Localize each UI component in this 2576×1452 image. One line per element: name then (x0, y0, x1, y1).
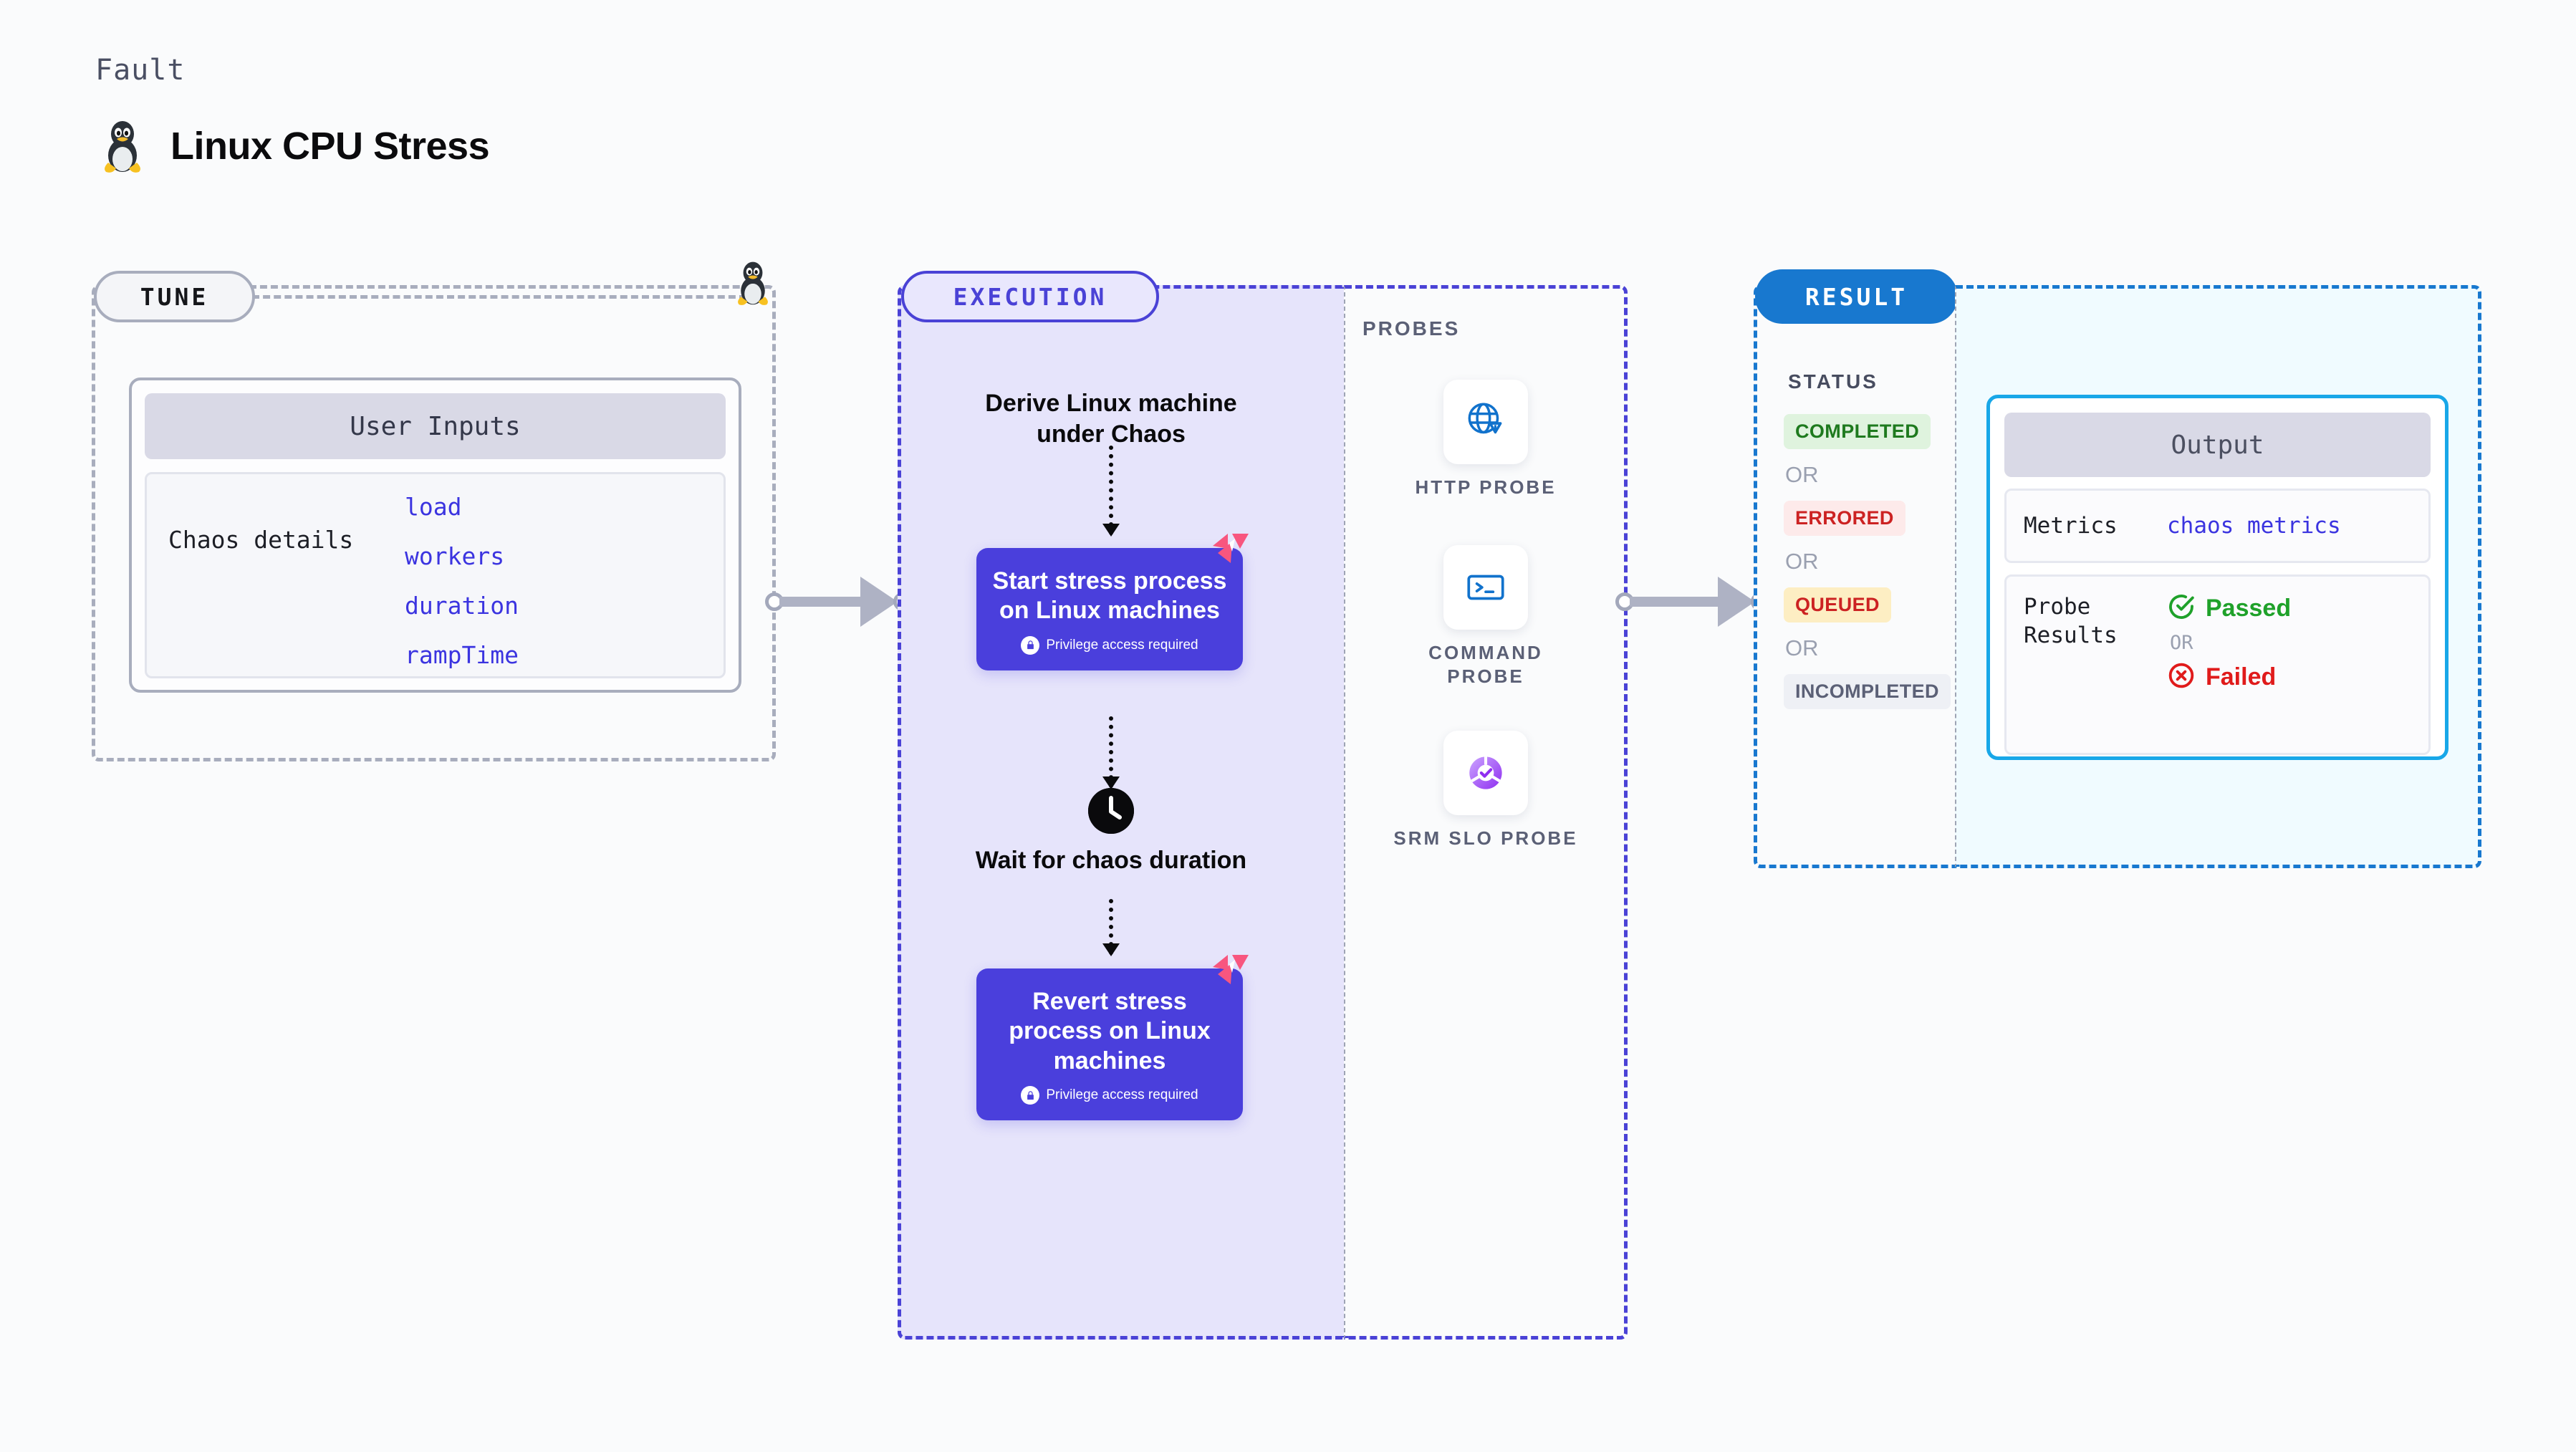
execution-card-revert-privilege: Privilege access required (992, 1086, 1227, 1105)
flow-arrow-2 (1102, 716, 1120, 789)
flow-arrow-1 (1102, 446, 1120, 537)
terminal-icon (1443, 545, 1528, 630)
user-inputs-body: Chaos details load workers duration ramp… (145, 472, 726, 678)
flow-arrow-3 (1102, 899, 1120, 956)
stage-pill-execution[interactable]: EXECUTION (901, 271, 1159, 322)
probe-result-failed: Failed (2167, 661, 2291, 693)
connector-arrowhead (860, 577, 898, 627)
execution-card-revert-stress[interactable]: Revert stress process on Linux machines … (976, 968, 1243, 1121)
probes-title: PROBES (1363, 317, 1461, 340)
probe-result-passed-label: Passed (2206, 595, 2292, 622)
harness-logo-icon (1211, 953, 1251, 986)
chaos-detail-duration: duration (405, 592, 519, 620)
status-list: COMPLETED OR ERRORED OR QUEUED OR INCOMP… (1784, 414, 1970, 709)
execution-card-start-privilege: Privilege access required (992, 635, 1227, 655)
execution-step-derive-label: Derive Linux machine under Chaos (985, 390, 1237, 448)
page-kicker: Fault (95, 54, 186, 87)
execution-card-start-stress[interactable]: Start stress process on Linux machines P… (976, 548, 1243, 670)
output-card: Output Metrics chaos metrics Probe Resul… (1986, 395, 2448, 760)
probe-label-http: HTTP PROBE (1415, 476, 1557, 498)
execution-card-revert-privilege-text: Privilege access required (1046, 1087, 1198, 1103)
status-or-1: OR (1785, 462, 1819, 487)
status-or-3: OR (1785, 635, 1819, 660)
status-badge-incompleted: INCOMPLETED (1784, 674, 1951, 709)
probe-result-failed-label: Failed (2206, 663, 2277, 691)
lock-icon (1021, 1086, 1040, 1105)
chaos-detail-workers: workers (405, 542, 505, 570)
chaos-detail-ramptime: rampTime (405, 641, 519, 669)
connector-bar (1630, 597, 1730, 607)
probe-result-passed: Passed (2167, 592, 2291, 625)
user-inputs-card: User Inputs Chaos details load workers d… (129, 378, 741, 693)
chaos-details-label: Chaos details (168, 526, 354, 554)
output-probe-results-values: Passed OR Failed (2167, 592, 2291, 693)
chaos-details-values: load workers duration rampTime (405, 493, 519, 669)
output-metrics-value: chaos metrics (2167, 513, 2341, 539)
output-row-probe-results: Probe Results Passed OR (2004, 574, 2431, 755)
linux-tux-logo-icon-small (734, 259, 772, 310)
globe-warning-icon (1443, 380, 1528, 464)
linux-tux-logo-icon (100, 118, 145, 174)
status-title: STATUS (1788, 370, 1878, 393)
tune-panel (92, 285, 776, 761)
slo-donut-check-icon (1443, 731, 1528, 815)
connector-tune-to-execution (765, 577, 912, 627)
probe-item-command[interactable]: COMMAND PROBE (1393, 545, 1579, 688)
stage-pill-tune[interactable]: TUNE (94, 271, 255, 322)
status-badge-completed: COMPLETED (1784, 414, 1931, 449)
probe-item-srm-slo[interactable]: SRM SLO PROBE (1393, 731, 1579, 850)
status-or-2: OR (1785, 549, 1819, 574)
clock-icon (1088, 788, 1134, 834)
lock-icon (1021, 635, 1040, 655)
output-metrics-label: Metrics (2024, 512, 2118, 539)
output-probe-results-label: Probe Results (2024, 594, 2118, 649)
chaos-detail-load: load (405, 493, 462, 521)
probe-item-http[interactable]: HTTP PROBE (1393, 380, 1579, 499)
probe-label-srm-slo: SRM SLO PROBE (1393, 827, 1578, 849)
probe-label-command: COMMAND PROBE (1428, 642, 1543, 687)
execution-card-start-title: Start stress process on Linux machines (992, 567, 1227, 625)
connector-arrowhead (1718, 577, 1755, 627)
execution-card-start-privilege-text: Privilege access required (1046, 637, 1198, 653)
execution-card-revert-title: Revert stress process on Linux machines (1009, 988, 1211, 1074)
page-title: Linux CPU Stress (170, 125, 490, 168)
execution-step-wait-label: Wait for chaos duration (975, 847, 1247, 874)
output-row-metrics: Metrics chaos metrics (2004, 489, 2431, 563)
probe-result-or: OR (2170, 632, 2193, 654)
connector-execution-to-result (1615, 577, 1769, 627)
x-circle-icon (2167, 661, 2196, 693)
page-title-row: Linux CPU Stress (100, 118, 490, 174)
connector-bar (779, 597, 873, 607)
status-badge-queued: QUEUED (1784, 587, 1891, 622)
tune-leader-line (252, 295, 746, 299)
status-badge-errored: ERRORED (1784, 501, 1905, 536)
stage-pill-result[interactable]: RESULT (1755, 269, 1958, 324)
harness-logo-icon (1211, 532, 1251, 564)
user-inputs-header: User Inputs (145, 393, 726, 459)
output-header: Output (2004, 413, 2431, 477)
check-circle-icon (2167, 592, 2196, 625)
